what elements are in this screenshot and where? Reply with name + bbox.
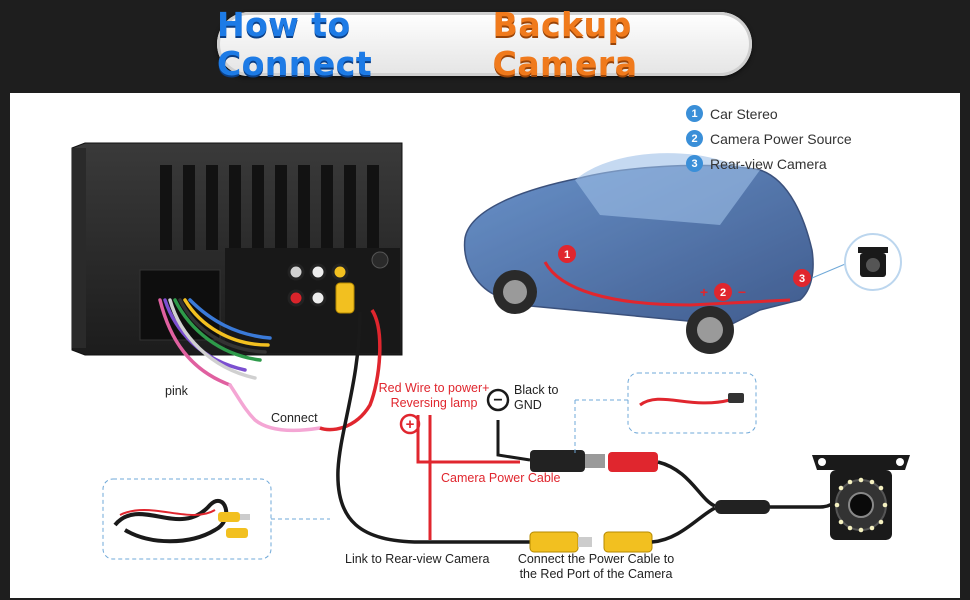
legend-item-car-stereo: 1 Car Stereo	[686, 101, 852, 126]
car-illustration	[465, 153, 850, 354]
label-black-gnd: Black to GND	[514, 383, 558, 413]
car-marker-2: 2	[720, 287, 726, 299]
minus-symbol-text: −	[493, 392, 502, 409]
car-stereo-unit	[72, 143, 402, 355]
car-marker-minus: −	[738, 284, 746, 300]
label-pink: pink	[165, 384, 188, 399]
label-connect-power: Connect the Power Cable to the Red Port …	[510, 552, 682, 582]
plus-symbol-text: +	[406, 416, 415, 433]
callout-extension-cable	[103, 479, 330, 559]
car-marker-plus: +	[700, 284, 708, 300]
cable-splitter	[715, 500, 770, 514]
car-marker-3: 3	[799, 273, 805, 285]
callout-power-cable	[575, 373, 756, 455]
label-red-wire-line1: Red Wire to power+	[378, 381, 490, 396]
label-red-wire: Red Wire to power+ Reversing lamp	[378, 381, 490, 411]
legend: 1 Car Stereo 2 Camera Power Source 3 Rea…	[686, 101, 852, 176]
legend-label-3: Rear-view Camera	[710, 156, 827, 172]
rear-view-camera-large	[812, 455, 910, 540]
legend-label-2: Camera Power Source	[710, 131, 852, 147]
label-connect: Connect	[271, 411, 318, 426]
rca-yellow-connectors	[530, 532, 652, 552]
legend-item-rear-camera: 3 Rear-view Camera	[686, 151, 852, 176]
label-link-rear: Link to Rear-view Camera	[345, 552, 490, 567]
label-connect-power-line1: Connect the Power Cable to	[510, 552, 682, 567]
camera-video-run	[652, 508, 715, 542]
label-black-line1: Black to	[514, 383, 558, 398]
label-connect-power-line2: the Red Port of the Camera	[510, 567, 682, 582]
power-plug-black	[530, 450, 605, 472]
camera-power-run	[658, 462, 715, 506]
legend-label-1: Car Stereo	[710, 106, 778, 122]
small-camera-callout	[845, 234, 901, 290]
car-marker-1: 1	[564, 249, 570, 261]
black-gnd-wire	[498, 420, 530, 460]
legend-num-1: 1	[686, 105, 703, 122]
camera-main-cable	[770, 495, 840, 507]
legend-num-3: 3	[686, 155, 703, 172]
label-black-line2: GND	[514, 398, 558, 413]
legend-num-2: 2	[686, 130, 703, 147]
legend-item-power-source: 2 Camera Power Source	[686, 126, 852, 151]
label-camera-power-cable: Camera Power Cable	[441, 471, 561, 486]
power-connector-red	[608, 452, 658, 472]
label-red-wire-line2: Reversing lamp	[378, 396, 490, 411]
